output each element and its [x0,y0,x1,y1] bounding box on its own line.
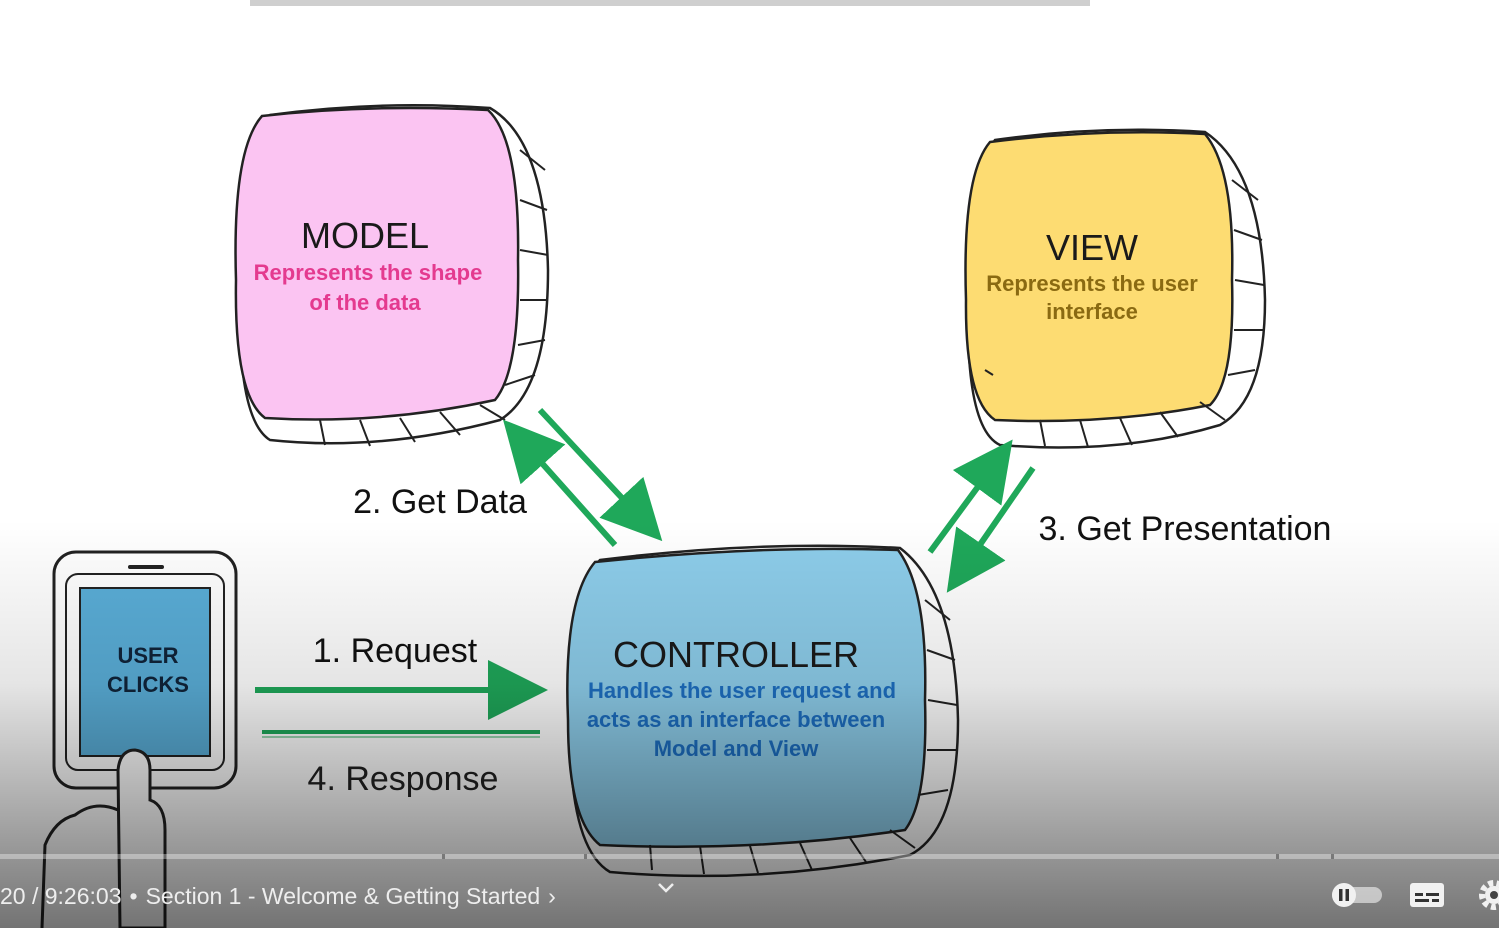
model-box-face [234,106,520,421]
chapter-marker [1276,854,1279,859]
model-box: MODEL Represents the shape of the data [234,103,550,447]
model-desc-line1: Represents the shape [254,260,483,285]
time-and-chapter: 20 / 9:26:03 • Section 1 - Welcome & Get… [0,880,556,912]
controller-desc-line2: acts as an interface between [587,707,885,732]
user-clicks-line2: CLICKS [107,672,189,697]
progress-bar[interactable] [0,854,1499,859]
chapter-marker [584,854,587,859]
label-get-data: 2. Get Data [353,483,527,521]
chapter-marker [1331,854,1334,859]
controller-title: CONTROLLER [613,634,859,675]
view-desc-line1: Represents the user [986,271,1198,296]
chapter-chevron-icon: › [548,882,556,909]
gear-icon[interactable] [1474,877,1499,913]
cropped-heading [250,0,1090,6]
label-request: 1. Request [313,632,478,670]
controller-desc-line1: Handles the user request and [588,678,896,703]
view-box: VIEW Represents the user interface [964,128,1267,449]
subtitles-icon[interactable] [1409,881,1445,909]
time-separator: • [129,882,138,909]
view-box-hatching [1039,179,1265,448]
response-arrow [262,730,540,738]
label-get-presentation: 3. Get Presentation [1039,510,1332,548]
chapter-title-button[interactable]: Section 1 - Welcome & Getting Started [145,882,541,909]
model-desc-line2: of the data [309,290,421,315]
view-desc-line2: interface [1046,299,1138,324]
get-data-arrows [503,407,663,547]
chapter-marker [442,854,445,859]
controller-box: CONTROLLER Handles the user request and … [566,544,960,878]
pause-toggle-icon [1339,889,1349,901]
time-display: 20 / 9:26:03 [0,882,122,909]
model-box-hatching [319,149,549,447]
chevron-down-icon[interactable] [654,876,678,900]
label-response: 4. Response [308,760,499,798]
user-clicks-line1: USER [117,643,178,668]
get-presentation-arrows [927,439,1036,593]
view-box-face [964,130,1234,423]
view-title: VIEW [1046,227,1138,268]
autoplay-toggle[interactable] [1330,882,1384,908]
model-title: MODEL [301,215,429,256]
user-phone: USER CLICKS [40,550,238,928]
controller-desc-line3: Model and View [654,736,820,761]
